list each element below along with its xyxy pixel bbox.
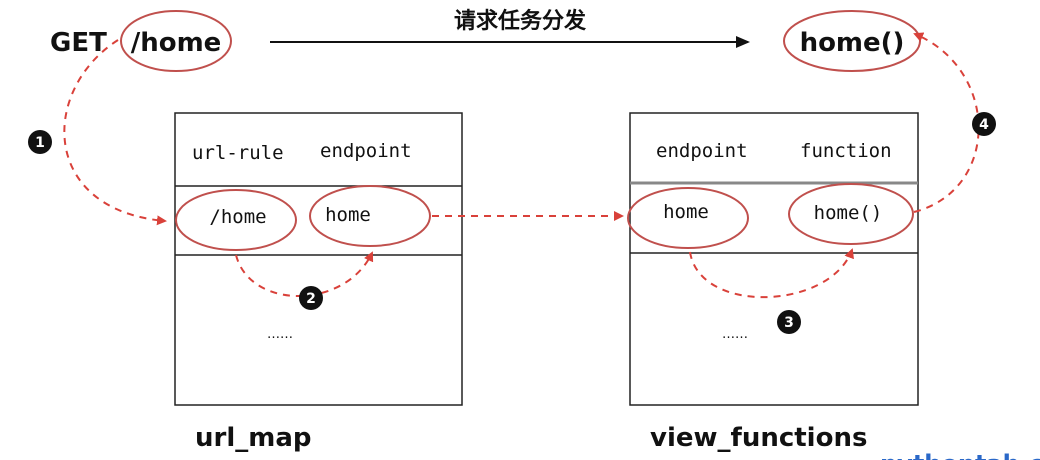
flow-arrow-view-endpoint-to-function: [689, 248, 854, 299]
view-header-function: function: [800, 140, 892, 162]
request-path-ellipse: [120, 10, 232, 72]
view-row-endpoint: home: [663, 201, 709, 223]
url-map-header-endpoint: endpoint: [320, 140, 412, 162]
url-map-title: url_map: [195, 423, 312, 453]
view-header-endpoint: endpoint: [656, 140, 748, 162]
dispatch-label: 请求任务分发: [454, 8, 587, 34]
step-marker-2: 2: [299, 286, 323, 310]
step-marker-4: 4: [972, 112, 996, 136]
svg-text:2: 2: [306, 291, 316, 307]
svg-text:4: 4: [979, 117, 989, 133]
url-map-header-url-rule: url-rule: [192, 142, 284, 164]
step-marker-3: 3: [777, 310, 801, 334]
flow-arrow-url-rule-to-endpoint: [235, 251, 374, 297]
view-functions-title: view_functions: [650, 423, 867, 453]
view-functions-ellipsis: ……: [722, 327, 748, 342]
url-map-table: url-rule endpoint /home home ……: [174, 112, 463, 406]
view-row-function: home(): [814, 202, 883, 224]
url-map-ellipsis: ……: [267, 327, 293, 342]
url-rule-ellipse: [175, 189, 297, 251]
flow-arrow-function-to-target: [913, 32, 980, 213]
target-function: home(): [800, 28, 905, 58]
request-path: /home: [131, 28, 222, 58]
view-endpoint-ellipse: [627, 187, 749, 249]
view-functions-table: endpoint function home home() ……: [627, 112, 919, 406]
step-marker-1: 1: [28, 130, 52, 154]
url-map-endpoint-ellipse: [309, 185, 431, 247]
watermark: pythontab.c: [880, 450, 1040, 460]
view-function-ellipse: [788, 183, 914, 245]
url-map-row-endpoint: home: [325, 204, 371, 226]
svg-text:3: 3: [784, 315, 794, 331]
request-method: GET: [50, 28, 107, 58]
url-map-row-url-rule: /home: [209, 206, 266, 228]
svg-text:1: 1: [35, 135, 45, 151]
